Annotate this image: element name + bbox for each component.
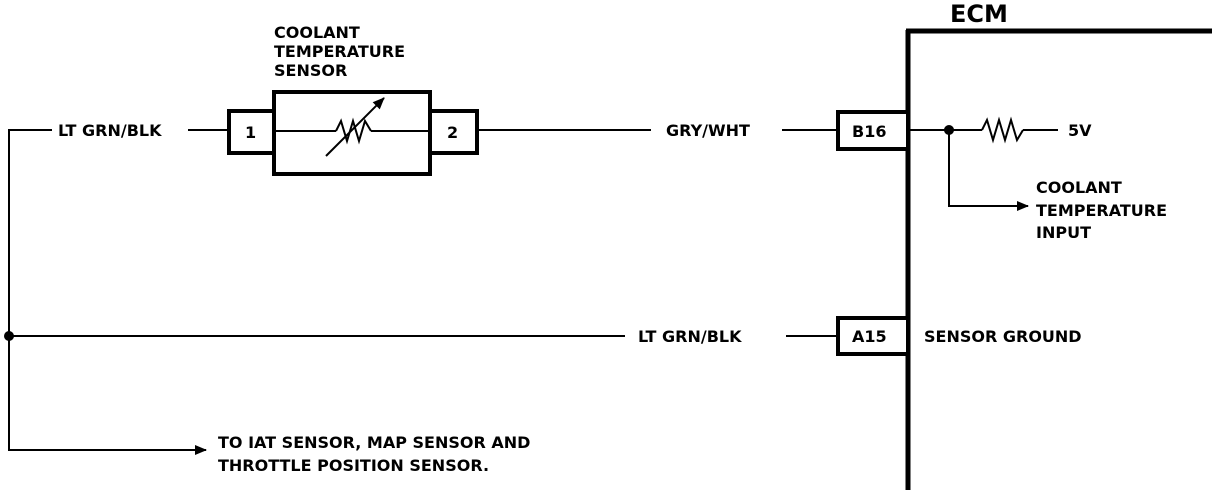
- sensor-pin2-box: [428, 109, 479, 155]
- note-line2: THROTTLE POSITION SENSOR.: [218, 456, 489, 475]
- sensor-pin1-label: 1: [245, 123, 256, 142]
- ecm-pin-a15-label: A15: [852, 327, 887, 346]
- note-line1: TO IAT SENSOR, MAP SENSOR AND: [218, 433, 530, 452]
- ecm-outline: [905, 28, 1212, 490]
- ground-bus: [4, 129, 230, 450]
- input-label-line2: TEMPERATURE: [1036, 201, 1167, 220]
- ecm-pin-a15-box: [836, 316, 910, 356]
- ecm-pin-b16-label: B16: [852, 122, 886, 141]
- signal-wire-label: GRY/WHT: [666, 121, 750, 140]
- ground-wire-label: LT GRN/BLK: [638, 327, 742, 346]
- input-label-line3: INPUT: [1036, 223, 1091, 242]
- sensor-title-line1: COOLANT: [274, 23, 360, 42]
- thermistor-icon: [335, 117, 372, 145]
- coolant-temperature-sensor: [227, 90, 479, 176]
- variable-resistor-arrow-icon: [325, 97, 385, 157]
- sensor-ground-label: SENSOR GROUND: [924, 327, 1082, 346]
- input-label-line1: COOLANT: [1036, 178, 1122, 197]
- sensor-title-line3: SENSOR: [274, 61, 347, 80]
- pullup-resistor-icon: [981, 116, 1024, 144]
- sensor-title-line2: TEMPERATURE: [274, 42, 405, 61]
- reference-voltage-label: 5V: [1068, 121, 1092, 140]
- ecm-title: ECM: [950, 0, 1008, 28]
- ecm-pullup-circuit: [908, 116, 1058, 211]
- sensor-pin1-wire-label: LT GRN/BLK: [58, 121, 162, 140]
- sensor-pin2-label: 2: [447, 123, 458, 142]
